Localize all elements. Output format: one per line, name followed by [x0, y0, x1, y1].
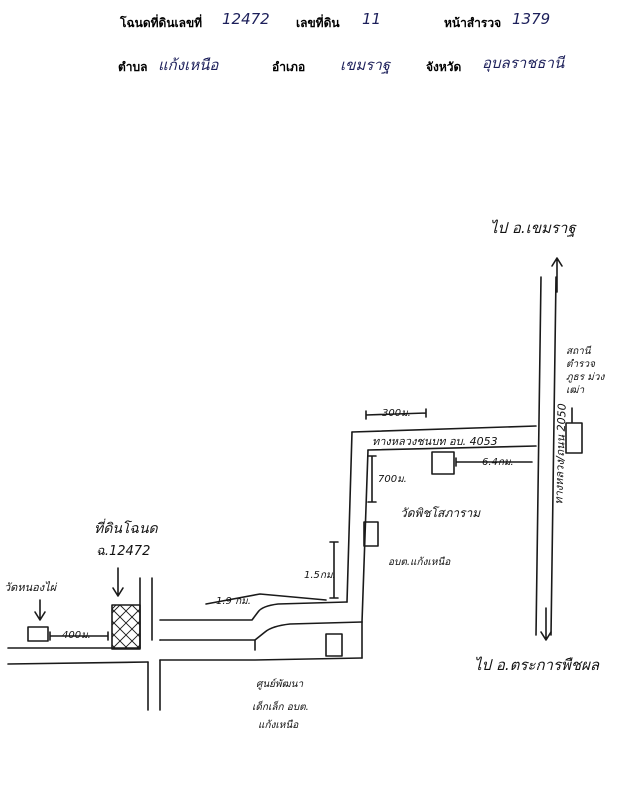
north-arrow: [551, 257, 563, 293]
dist-15km-marker: [329, 541, 339, 599]
curve-lower: [159, 621, 363, 641]
survey-page-number: 1379: [512, 10, 551, 28]
parcel-hatch: [111, 604, 141, 650]
dist-700m-marker: [367, 455, 377, 503]
highway-left-edge: [535, 276, 542, 636]
curve-upper: [159, 601, 348, 621]
title-deed-number: 12472: [222, 10, 270, 28]
temple-right-label: วัดพิชโสภาราม: [400, 506, 481, 520]
tambon-office-label: อบต.แก้งเหนือ: [388, 557, 451, 568]
childcare-building: [325, 633, 343, 657]
district-value: เขมราฐ: [340, 56, 391, 74]
province-value: อุบลราชธานี: [482, 54, 565, 72]
connector-left-edge: [346, 431, 353, 603]
childcare-label-3: แก้งเหนือ: [258, 720, 299, 731]
dist-19km-marker: [205, 593, 327, 605]
childcare-label-2: เด็กเล็ก อบต.: [252, 702, 309, 713]
dist-64km-label: 6.4กม.: [482, 457, 514, 468]
bottom-road-bottom: [7, 661, 149, 665]
dist-300m-marker: [365, 408, 427, 420]
south-arrow: [540, 607, 552, 641]
land-number: 11: [362, 10, 382, 28]
dist-400m-marker: [49, 631, 109, 641]
dist-400m-label: 400ม.: [62, 630, 91, 641]
parcel-pointer-arrow: [112, 567, 124, 597]
dist-300m-label: 300ม.: [382, 408, 411, 419]
land-number-label: เลขที่ดิน: [296, 16, 340, 30]
police-box-building: [565, 422, 583, 454]
dist-700m-label: 700ม.: [378, 474, 407, 485]
local-road-top-edge: [351, 425, 537, 433]
temple-left-building: [27, 626, 49, 642]
title-deed-label: โฉนดที่ดินเลขที่: [120, 16, 203, 30]
right-lower-road: [159, 657, 363, 661]
local-road-label: ทางหลวงชนบท อบ. 4053: [372, 435, 498, 448]
local-road-bottom-edge: [367, 445, 537, 451]
highway-right-edge: [550, 276, 557, 636]
temple-left-label: วัดหนองไผ่: [4, 581, 57, 594]
connector-right-edge: [361, 449, 369, 623]
subdistrict-label: ตำบล: [118, 60, 148, 74]
district-label: อำเภอ: [272, 60, 306, 74]
tambon-office-building: [363, 521, 379, 547]
childcare-label-1: ศูนย์พัฒนา: [256, 679, 304, 690]
survey-page-label: หน้าสำรวจ: [444, 16, 502, 30]
temple-right-building: [431, 451, 455, 475]
subdistrict-value: แก้งเหนือ: [158, 56, 219, 74]
dist-19km-label: 1.9 กม.: [216, 596, 251, 607]
province-label: จังหวัด: [426, 60, 462, 74]
to-north-label: ไป อ.เขมราฐ: [490, 219, 576, 237]
parcel-number: ฉ.12472: [96, 544, 151, 559]
dist-15km-label: 1.5กม.: [304, 570, 336, 581]
parcel-label: ที่ดินโฉนด: [94, 521, 158, 537]
dist-64km-marker: [455, 457, 533, 467]
police-box-label: สถานี ตำรวจ ภูธร ม่วงเฒ่า: [566, 346, 605, 396]
parcel-outline: [111, 604, 141, 650]
to-south-label: ไป อ.ตระการพืชผล: [474, 656, 600, 674]
temple-left-pointer: [34, 599, 46, 621]
